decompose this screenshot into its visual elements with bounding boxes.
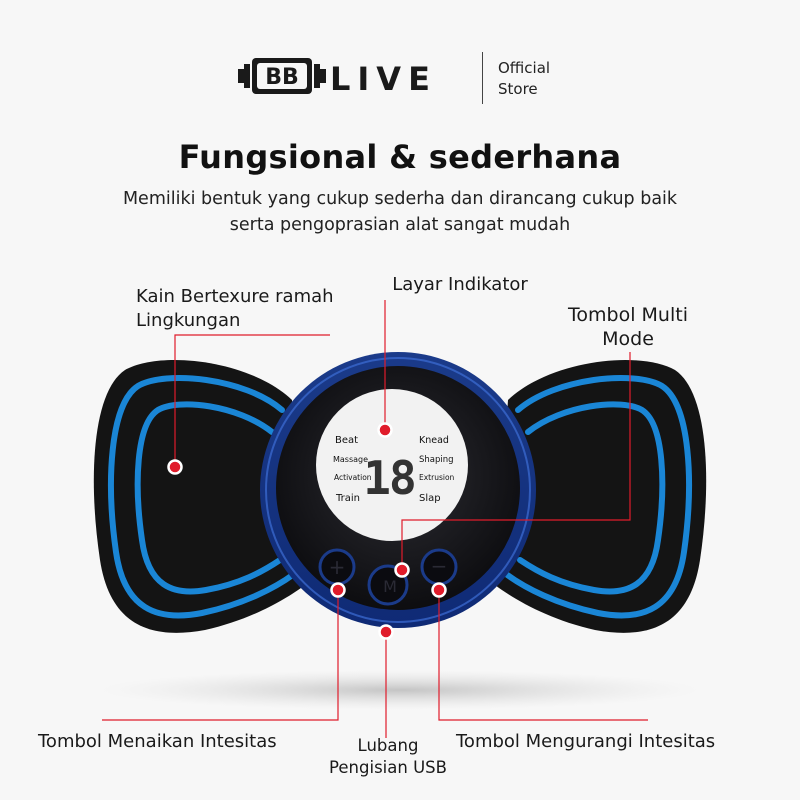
brand-name: LIVE [330, 60, 437, 98]
callout-dot-fabric [167, 459, 183, 475]
callout-dot-increase [330, 582, 346, 598]
hub-ring-highlight [265, 357, 531, 623]
display-modes-right: Knead Shaping Extrusion Slap [419, 435, 455, 504]
callout-line-increase [102, 590, 339, 721]
display-modes-left: Beat Massage Activation Train [333, 435, 372, 504]
display-screen [316, 389, 468, 541]
decrease-button[interactable]: − [420, 548, 458, 586]
mode-button-letter: M [383, 577, 397, 596]
mode-label: Extrusion [419, 473, 455, 482]
callout-dots [167, 422, 447, 640]
page-title: Fungsional & sederhana [178, 138, 622, 176]
mode-label: Knead [419, 435, 449, 446]
callout-line-mode [401, 352, 631, 568]
right-pad-inner-stripe [517, 401, 666, 595]
right-pad-outer-stripe [503, 375, 692, 619]
callout-lines [102, 300, 648, 738]
callout-dot-usb [378, 624, 394, 640]
increase-button[interactable]: + [318, 548, 356, 586]
mode-label: Train [335, 493, 360, 504]
device-shadow [100, 670, 700, 710]
left-pad-outer-stripe [108, 375, 297, 619]
callout-label-usb-port: Lubang Pengisian USB [329, 736, 447, 777]
callout-dot-mode [394, 562, 410, 578]
minus-icon: − [431, 554, 448, 578]
callout-label-fabric: Kain Bertexure ramah Lingkungan [136, 286, 334, 331]
mode-label: Slap [419, 493, 441, 504]
store-divider [482, 52, 483, 104]
page-subtitle: Memiliki bentuk yang cukup sederha dan d… [122, 189, 678, 235]
callout-dot-display [377, 422, 393, 438]
mode-label: Massage [333, 455, 368, 464]
display-digit: 18 [363, 451, 414, 505]
brand-logo: BB [238, 56, 326, 100]
left-pad-inner-stripe [134, 401, 283, 595]
callout-line-fabric [174, 334, 330, 467]
callout-label-mode-button: Tombol Multi Mode [568, 304, 688, 350]
callout-line-decrease [438, 590, 648, 721]
mode-label: Beat [335, 435, 358, 446]
mode-label: Shaping [419, 455, 454, 465]
plus-icon: + [329, 555, 346, 579]
callout-label-decrease-button: Tombol Mengurangi Intesitas [456, 731, 716, 752]
brand-logo-text: BB [265, 65, 299, 90]
mode-label: Activation [334, 473, 372, 482]
callout-label-increase-button: Tombol Menaikan Intesitas [38, 731, 277, 752]
callout-dot-decrease [431, 582, 447, 598]
callout-label-display: Layar Indikator [392, 274, 528, 295]
store-label: Official Store [498, 59, 551, 98]
